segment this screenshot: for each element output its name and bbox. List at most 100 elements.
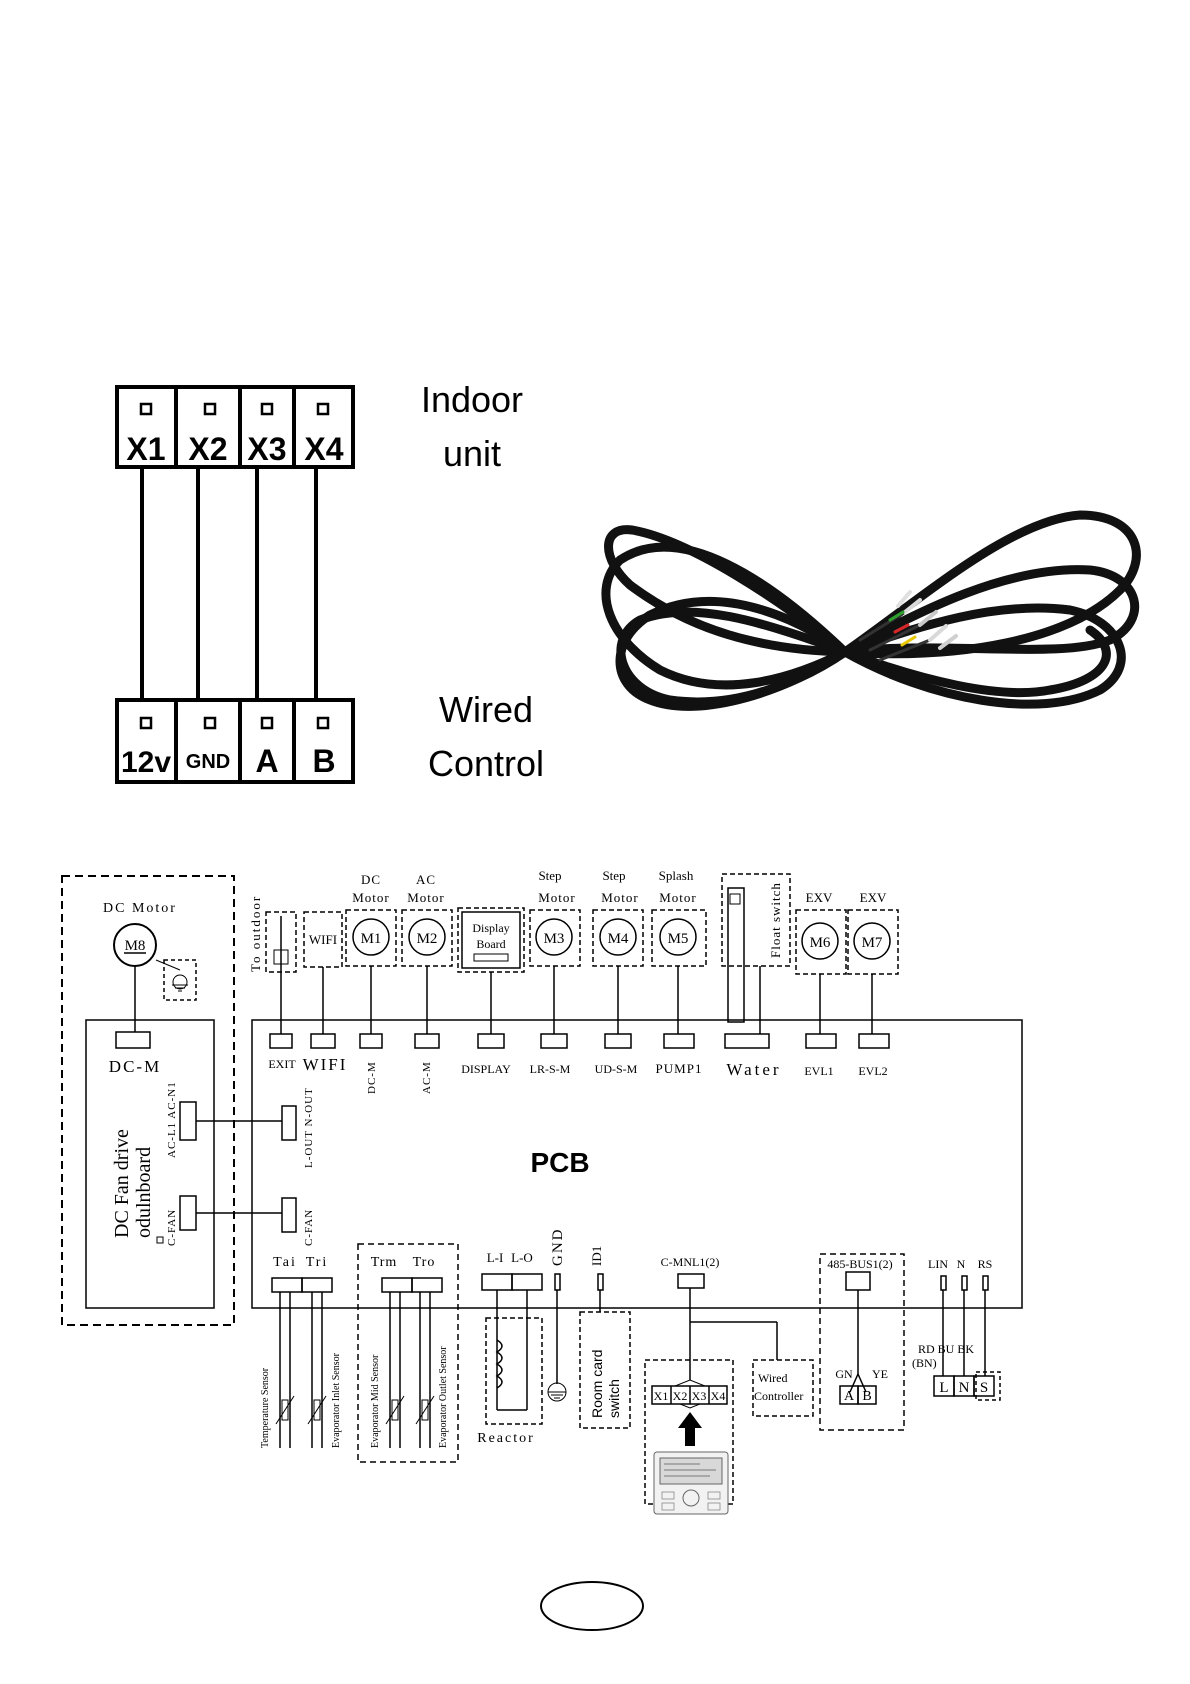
sensor-temperature-label: Temperature Sensor — [260, 1367, 271, 1448]
wired-terminal-12v: 12v — [121, 746, 171, 779]
svg-text:M5: M5 — [668, 931, 689, 947]
display-board: Display Board Display Board — [457, 907, 525, 1034]
room-card-switch: Room card switch — [579, 1273, 631, 1429]
bus-terminal-b: B — [862, 1389, 871, 1404]
indoor-terminal-x1: X1 — [126, 431, 165, 467]
wired-x1: X1 — [654, 1389, 669, 1403]
power-terminal-n: N — [959, 1380, 970, 1396]
motor-m6: EXV M6 — [795, 890, 847, 1034]
motor-m5: Splash Motor Splash Motor M5 — [651, 868, 707, 1034]
motor-m3: Step Motor Step Motor M3 — [529, 868, 581, 1034]
bus-ye-label: YE — [872, 1367, 888, 1381]
conn-evl2: EVL2 — [858, 1064, 887, 1078]
svg-text:Splash Motor: Splash Motor — [676, 879, 682, 881]
label-id1: ID1 — [589, 1246, 604, 1266]
wired-caption-line2: Control — [428, 743, 544, 784]
label-tro: Tro — [413, 1255, 436, 1270]
conn-water: Water — [726, 1060, 781, 1079]
pcb-cfan-label: C-FAN — [303, 1209, 315, 1246]
conn-ud-s-m: UD-S-M — [595, 1062, 638, 1076]
svg-text:EXV: EXV — [806, 890, 833, 905]
reactor-group: Reactor — [477, 1273, 543, 1446]
conn-dc-m: DC-M — [366, 1061, 378, 1094]
ground-icon — [547, 1382, 567, 1402]
wired-control-terminal-block: 12v GND A B — [115, 698, 355, 784]
power-terminal-l: L — [939, 1380, 948, 1396]
label-tai: Tai — [273, 1255, 297, 1270]
label-bus: 485-BUS1(2) — [827, 1257, 892, 1271]
wired-x3: X3 — [692, 1389, 707, 1403]
svg-text:M6: M6 — [810, 935, 831, 951]
sensor-evap-mid-label: Evaporator Mid Sensor — [370, 1354, 381, 1448]
svg-text:Motor: Motor — [601, 890, 639, 905]
fan-board-acn-label: AC-L1 AC-N1 — [166, 1081, 178, 1158]
cfan-connector — [281, 1197, 297, 1233]
bus-terminal-a: A — [844, 1389, 855, 1404]
room-card-label-line2: switch — [606, 1379, 622, 1418]
label-lo: L-O — [511, 1250, 533, 1265]
indoor-terminal-x2: X2 — [188, 431, 227, 467]
label-comm: C-MNL1(2) — [661, 1255, 720, 1269]
indoor-terminal-x3: X3 — [247, 431, 286, 467]
svg-text:M4: M4 — [608, 931, 629, 947]
conn-wifi: WIFI — [303, 1055, 348, 1074]
wired-controller-label-line1: Wired — [758, 1371, 788, 1385]
wired-x4: X4 — [711, 1389, 726, 1403]
wired-controller-label-line2: Controller — [754, 1389, 803, 1403]
pcb-top-connectors — [269, 1033, 890, 1049]
svg-text:Motor: Motor — [407, 890, 445, 905]
lout-nout-connector — [281, 1105, 297, 1141]
power-terminal-s: S — [980, 1380, 988, 1396]
indoor-terminal-block: X1 X2 X3 X4 — [115, 385, 355, 469]
float-switch: Float switch — [721, 873, 791, 1034]
terminal-wires — [140, 467, 318, 700]
svg-text:Step: Step — [538, 868, 561, 883]
bus-485-group: GN YE A B — [819, 1253, 905, 1431]
wired-controller-device — [653, 1451, 729, 1515]
svg-text:M3: M3 — [544, 931, 565, 947]
wired-x2: X2 — [673, 1389, 688, 1403]
motor-m1: DC Motor DC Motor M1 — [345, 872, 397, 1034]
label-li: L-I — [487, 1250, 504, 1265]
label-trm: Trm — [371, 1255, 398, 1270]
conn-pump1: PUMP1 — [656, 1061, 703, 1076]
svg-text:M2: M2 — [417, 931, 438, 947]
fan-board-name-line2: odulnboard — [133, 1147, 155, 1238]
pcb-board — [251, 1019, 1023, 1309]
svg-text:Motor: Motor — [659, 890, 697, 905]
conn-display: DISPLAY — [461, 1062, 511, 1076]
conn-evl1: EVL1 — [804, 1064, 833, 1078]
wired-terminal-b: B — [312, 743, 335, 779]
to-outdoor-group: To outdoor — [248, 895, 297, 1034]
page-number-oval — [540, 1581, 644, 1631]
sensor-connectors — [271, 1243, 459, 1463]
label-rs: RS — [978, 1257, 993, 1271]
room-card-label-line1: Room card — [589, 1350, 605, 1418]
motor-m8-label: M8 — [125, 938, 146, 954]
power-terminal-group: RD BU BK (BN) L N S — [912, 1275, 1001, 1401]
indoor-caption-line2: unit — [443, 433, 501, 474]
power-colors-label: RD BU BK — [918, 1342, 974, 1356]
svg-text:Display Board: Display Board — [491, 931, 497, 933]
motor-m4: Step Motor Step Motor M4 — [592, 868, 644, 1034]
svg-text:EXV: EXV — [860, 890, 887, 905]
motor-m7: EXV M7 — [847, 890, 899, 1034]
wired-terminal-gnd: GND — [186, 751, 230, 773]
conn-exit: EXIT — [268, 1057, 296, 1071]
wired-caption-line1: Wired — [439, 689, 533, 730]
conn-lr-s-m: LR-S-M — [530, 1062, 571, 1076]
sensor-evap-outlet-label: Evaporator Outlet Sensor — [438, 1346, 449, 1448]
sensor-evap-inlet-label: Evaporator Inlet Sensor — [331, 1352, 342, 1448]
svg-text:Motor: Motor — [538, 890, 576, 905]
wifi-module: WIFI — [303, 911, 343, 1034]
svg-text:AC Motor: AC Motor — [426, 882, 431, 885]
ground-icon — [172, 974, 188, 992]
dc-m-connector-label: DC-M — [109, 1057, 161, 1076]
gnd-terminal — [547, 1273, 567, 1402]
fan-board-name-line1: DC Fan drive — [111, 1129, 133, 1238]
arrow-up-icon — [678, 1412, 702, 1446]
svg-text:Splash: Splash — [659, 868, 694, 883]
to-outdoor-label: To outdoor — [248, 895, 263, 972]
svg-text:Step: Step — [602, 868, 625, 883]
bus-gn-label: GN — [835, 1367, 853, 1381]
